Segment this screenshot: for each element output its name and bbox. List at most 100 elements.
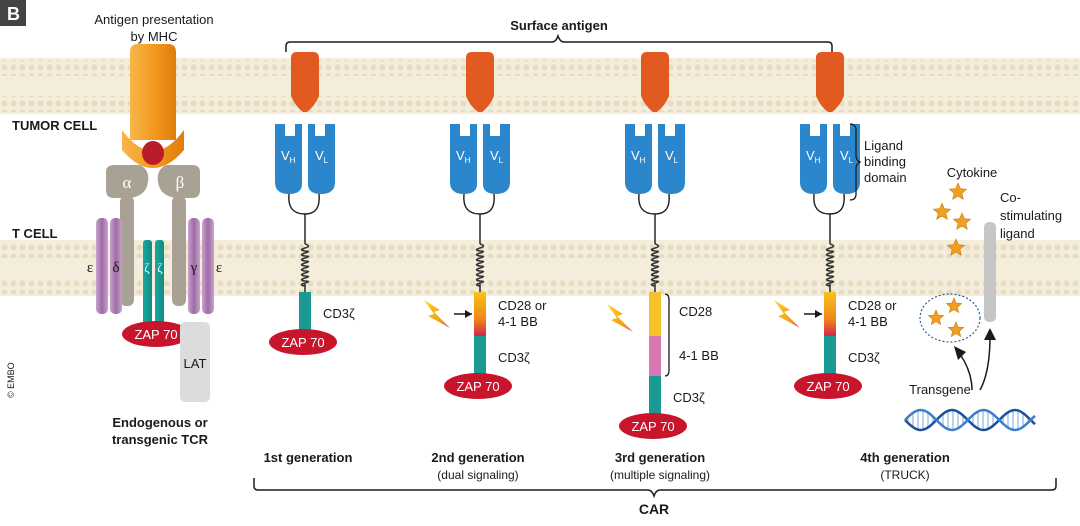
vh-letter: V: [456, 148, 465, 163]
cytokine-star-icon: [947, 321, 965, 338]
scfv-linker: [638, 193, 670, 215]
car-label: CAR: [639, 501, 669, 517]
cd3-zeta-domain: [649, 376, 661, 418]
tcr-beta-stalk: [172, 196, 186, 306]
vl-label: VL: [315, 148, 329, 165]
generation-subtitle: (multiple signaling): [610, 468, 710, 482]
costim-label-line1: CD28 or: [498, 298, 547, 313]
vl-letter: V: [665, 148, 674, 163]
truck-payload: Cytokine Co- stimulating ligand Transgen…: [904, 165, 1062, 432]
ligand-label-line3: domain: [864, 170, 907, 185]
transmembrane-spring: [650, 243, 660, 287]
mhc-groove: [122, 130, 184, 168]
car-zap70-label: ZAP 70: [806, 379, 849, 394]
surface-antigen-brace: Surface antigen: [285, 18, 833, 52]
panel-letter: B: [7, 4, 20, 24]
tcr-caption-line1: Endogenous or: [112, 415, 207, 430]
cytokine-star-icon: [946, 238, 966, 256]
copyright-text: © EMBO: [6, 362, 16, 398]
lat-adaptor: [180, 322, 210, 402]
transmembrane-spring: [475, 243, 485, 287]
generation-title: 1st generation: [264, 450, 353, 465]
car-zap70-label: ZAP 70: [631, 419, 674, 434]
surface-antigen: [291, 52, 319, 112]
vh-domain: [625, 124, 652, 194]
lat-label: LAT: [184, 356, 207, 371]
cd3z-label: CD3ζ: [323, 306, 355, 321]
cd3z-label: CD3ζ: [498, 350, 530, 365]
41bb-label: 4-1 BB: [679, 348, 719, 363]
dna-strand-1: [904, 408, 1036, 432]
mhc-label-line2: by MHC: [131, 29, 178, 44]
tumor-cell-membrane: [0, 58, 1080, 114]
signal-bolt-icon: [607, 304, 633, 332]
costim-ligand-protein: [984, 222, 996, 322]
tcr-alpha-stalk: [120, 196, 134, 306]
scfv-linker: [813, 193, 845, 215]
generation-title: 3rd generation: [615, 450, 705, 465]
vl-domain: [308, 124, 335, 194]
antigen-peptide: [142, 141, 164, 165]
costim-ligand-line1: Co-: [1000, 190, 1021, 205]
vl-letter: V: [490, 148, 499, 163]
surface-antigen: [466, 52, 494, 112]
cytokine-star-icon: [945, 297, 963, 314]
car-zap70: [619, 413, 687, 439]
scfv-linker: [463, 193, 495, 215]
vl-label: VL: [490, 148, 504, 165]
cytokine-star-icon: [927, 309, 945, 326]
vh-domain: [800, 124, 827, 194]
vh-letter: V: [806, 148, 815, 163]
vh-label: VH: [806, 148, 821, 165]
cytokine-star-icon: [952, 212, 972, 230]
41bb-domain: [649, 336, 661, 376]
cd3-gamma: [188, 218, 200, 314]
tumor-cell-label: TUMOR CELL: [12, 118, 97, 133]
vh-letter: V: [631, 148, 640, 163]
car-brace: CAR: [253, 478, 1057, 517]
alpha-label: α: [123, 173, 132, 192]
signal-bolt-icon: [774, 300, 800, 328]
cd28-domain: [649, 292, 661, 336]
surface-antigen-label: Surface antigen: [510, 18, 608, 33]
vh-subscript: H: [815, 156, 821, 165]
car-zap70: [269, 329, 337, 355]
panel-letter-box: [0, 0, 26, 26]
costim-ligand-line2: stimulating: [1000, 208, 1062, 223]
secreted-cytokines: [927, 182, 972, 338]
cytokine-label: Cytokine: [947, 165, 998, 180]
dna-helix-icon: [904, 408, 1036, 432]
tcr-zap70-label: ZAP 70: [134, 327, 177, 342]
transgene-to-ligand-arrow: [979, 335, 991, 391]
generation-subtitle: (dual signaling): [437, 468, 518, 482]
cd28-label: CD28: [679, 304, 712, 319]
costim-bracket: [664, 293, 670, 377]
vh-domain: [450, 124, 477, 194]
zeta-label-1: ζ: [144, 260, 150, 275]
ligand-label-line1: Ligand: [864, 138, 903, 153]
generation-title: 2nd generation: [431, 450, 524, 465]
cd3z-label: CD3ζ: [673, 390, 705, 405]
vl-label: VL: [665, 148, 679, 165]
mhc-molecule: [130, 44, 176, 140]
cd3-zeta-domain: [299, 292, 311, 334]
vl-letter: V: [315, 148, 324, 163]
signal-bolt-icon: [424, 300, 450, 328]
zeta-label-2: ζ: [157, 260, 163, 275]
generation-subtitle: (TRUCK): [880, 468, 929, 482]
vh-label: VH: [456, 148, 471, 165]
vl-domain: [833, 124, 860, 194]
delta-label: δ: [112, 260, 119, 276]
vl-subscript: L: [499, 156, 504, 165]
car-zap70: [444, 373, 512, 399]
cd3-zeta-domain: [474, 336, 486, 378]
tcr-zap70: [122, 321, 190, 347]
gamma-label: γ: [190, 260, 198, 276]
car-zap70-label: ZAP 70: [281, 335, 324, 350]
epsilon-left-label: ε: [87, 260, 93, 276]
generation-title: 4th generation: [860, 450, 950, 465]
